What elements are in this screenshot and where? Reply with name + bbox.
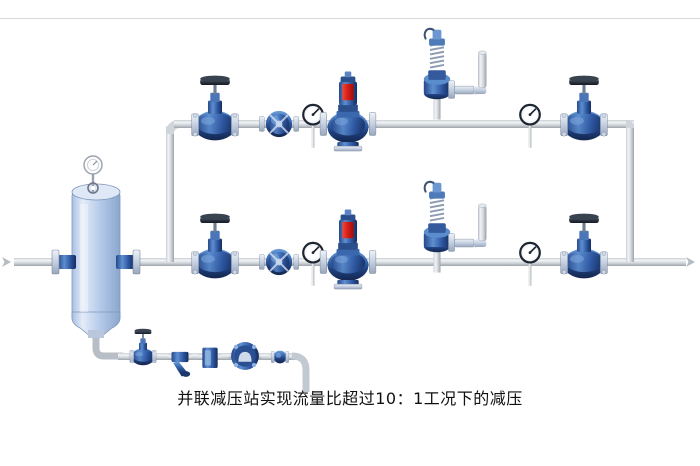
separator-vessel[interactable]: [51, 183, 141, 338]
drain-gate-valve[interactable]: [129, 328, 157, 366]
drain-check-valve[interactable]: [268, 350, 292, 364]
top-rule-divider: [0, 18, 700, 19]
vessel-drain-pipe: [92, 326, 126, 360]
lower-strainer[interactable]: [258, 247, 300, 277]
upper-branch-downcomer: [626, 126, 634, 262]
drain-downpipe: [291, 352, 310, 392]
vessel-pressure-gauge[interactable]: [83, 155, 103, 194]
outlet-header-pipe: [634, 258, 686, 266]
upper-strainer[interactable]: [258, 109, 300, 139]
upper-downcomer-elbow: [626, 120, 634, 128]
upper-pressure-reducing-valve[interactable]: [319, 71, 377, 152]
drain-y-strainer[interactable]: [168, 351, 192, 377]
lower-inlet-gate-valve[interactable]: [191, 213, 239, 279]
upper-inlet-gate-valve[interactable]: [191, 75, 239, 141]
vessel-inlet-nozzle: [51, 249, 76, 275]
upper-outlet-gate-valve[interactable]: [560, 75, 608, 141]
upper-safety-valve[interactable]: [422, 27, 488, 121]
upper-branch-riser-left: [166, 126, 174, 262]
upper-branch-pipe: [174, 120, 634, 128]
inlet-header-pipe: [14, 258, 76, 266]
lower-pressure-reducing-valve[interactable]: [319, 209, 377, 290]
drain-sight-glass[interactable]: [198, 347, 222, 369]
outlet-flow-arrow: [686, 257, 695, 267]
steam-trap[interactable]: [228, 342, 262, 370]
inlet-flow-arrow: [2, 257, 11, 267]
diagram-caption: 并联减压站实现流量比超过10：1工况下的减压: [177, 389, 523, 408]
lower-outlet-gate-valve[interactable]: [560, 213, 608, 279]
vessel-outlet-nozzle: [116, 249, 141, 275]
